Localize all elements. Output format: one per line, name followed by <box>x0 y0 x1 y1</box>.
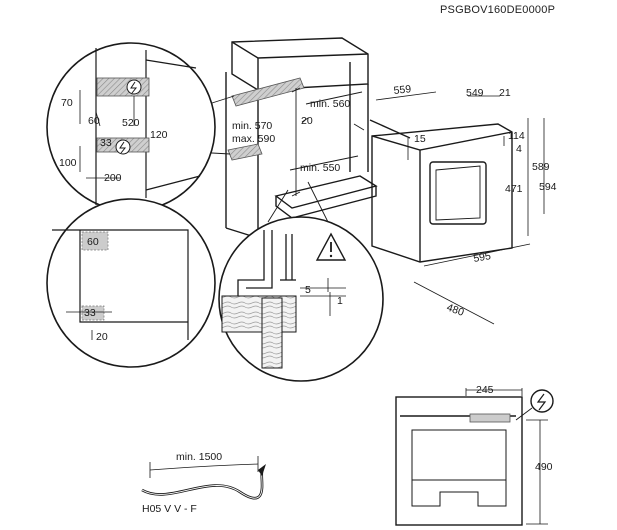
dim-114: 114 <box>508 130 525 142</box>
zoom-circle-vent <box>46 42 235 212</box>
zoom-circle-corner <box>46 198 216 368</box>
document-code: PSGBOV160DE0000P <box>440 4 555 16</box>
dim-594: 594 <box>539 181 557 193</box>
vent-strips <box>227 77 305 161</box>
niche-dimension-lines <box>289 87 365 197</box>
dim-60-corner: 60 <box>87 236 99 248</box>
dim-33-vent: 33 <box>100 137 112 149</box>
dim-520: 520 <box>122 117 140 129</box>
dim-471: 471 <box>505 183 523 195</box>
dim-589: 589 <box>532 161 550 173</box>
dim-595: 595 <box>472 250 491 265</box>
dim-100: 100 <box>59 157 77 169</box>
dim-200: 200 <box>104 172 122 184</box>
dim-21: 21 <box>499 87 511 99</box>
dim-20-niche: 20 <box>301 115 313 127</box>
dim-245: 245 <box>476 384 494 396</box>
power-cable <box>141 456 266 500</box>
oven-dimension-lines <box>375 91 545 325</box>
dim-480: 480 <box>445 302 466 319</box>
zoom-circle-gap <box>218 181 384 382</box>
dim-min-550: min. 550 <box>300 162 340 174</box>
dim-1: 1 <box>337 295 343 307</box>
cable-type: H05 V V - F <box>142 503 197 515</box>
dim-60-vent: 60 <box>88 115 100 127</box>
dim-20-corner: 20 <box>96 331 108 343</box>
dim-33-corner: 33 <box>84 307 96 319</box>
dim-559: 559 <box>393 83 412 97</box>
dim-5: 5 <box>305 284 311 296</box>
dim-min-560: min. 560 <box>310 98 350 110</box>
oven-back-view <box>395 388 548 526</box>
oven-isometric <box>369 119 513 263</box>
dim-4: 4 <box>516 143 522 155</box>
back-socket-area <box>469 413 511 423</box>
dim-490: 490 <box>535 461 553 473</box>
dim-120: 120 <box>150 129 168 141</box>
dim-min-570: min. 570 <box>232 120 272 132</box>
dim-15: 15 <box>414 133 426 145</box>
cable-min-1500: min. 1500 <box>176 451 222 463</box>
dim-70: 70 <box>61 97 73 109</box>
dim-549: 549 <box>466 87 484 99</box>
dim-max-590: max. 590 <box>232 133 275 145</box>
electrical-hazard-icon <box>515 389 554 421</box>
